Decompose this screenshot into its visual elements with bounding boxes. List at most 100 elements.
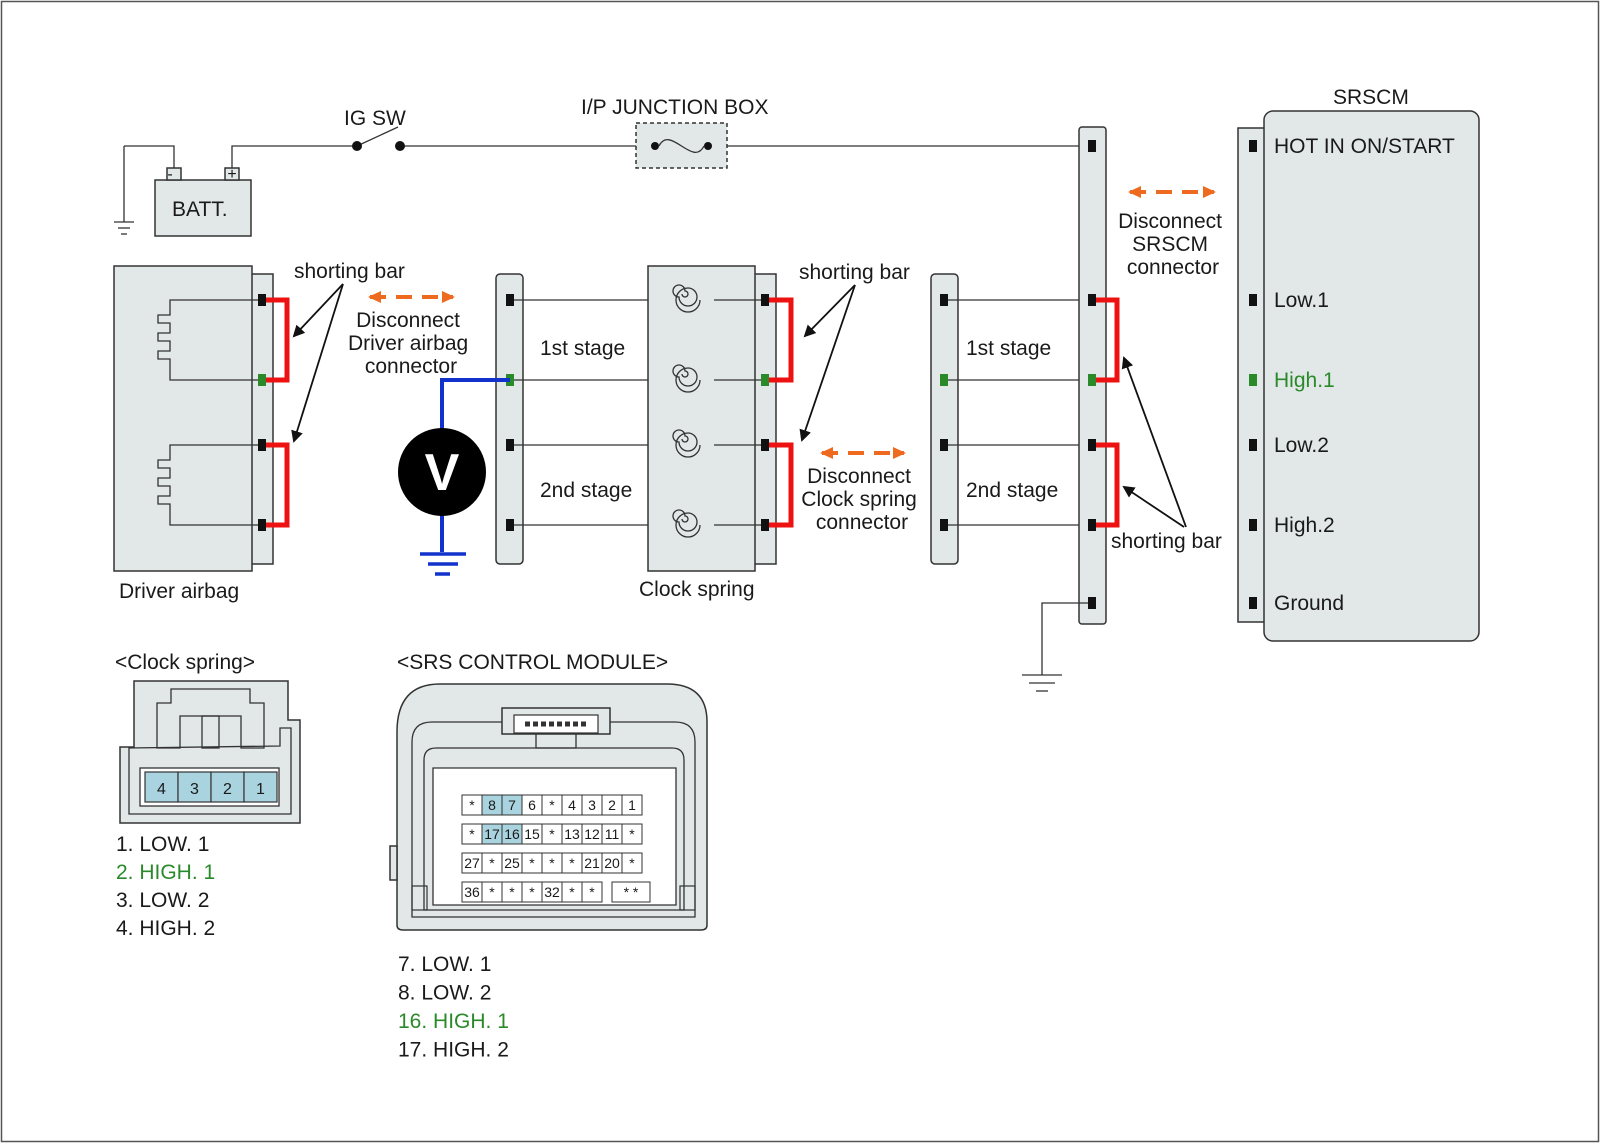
connector-pin (506, 294, 514, 306)
srs-pin-cell (621, 823, 643, 845)
connector-pin (761, 294, 769, 306)
srs-module-legend-item: 7. LOW. 1 (398, 953, 491, 976)
stage-1-label: 1st stage (540, 337, 625, 360)
fuse-icon (658, 139, 705, 153)
srs-pin-number: * * (624, 884, 639, 900)
clock-spring-pin-number: 4 (157, 781, 166, 798)
srs-module-pin-legend: 7. LOW. 18. LOW. 216. HIGH. 117. HIGH. 2 (398, 953, 509, 1062)
connector-pin (506, 439, 514, 451)
srs-pin-number: 20 (604, 855, 620, 871)
junction-box: I/P JUNCTION BOX (581, 96, 768, 169)
clock-spring-pin-number: 2 (223, 781, 232, 798)
connector-pin (1088, 519, 1096, 531)
pointer-arrow (291, 283, 344, 443)
note-line: Driver airbag (348, 332, 468, 355)
ig-switch-label: IG SW (344, 107, 406, 130)
srs-pin-number: * (489, 884, 495, 900)
driver-airbag-label: Driver airbag (119, 580, 239, 603)
srs-pin-number: * (469, 797, 475, 813)
shorting-bar (1096, 442, 1120, 528)
note-line: connector (365, 355, 457, 378)
shorting-bar (769, 297, 794, 383)
srs-pin-number: 32 (544, 884, 560, 900)
clock-spring-pin-legend: 1. LOW. 12. HIGH. 13. LOW. 24. HIGH. 2 (116, 833, 215, 940)
connector-pin (1249, 439, 1257, 451)
driver-airbag-body (113, 265, 253, 572)
shorting-bar (1096, 297, 1120, 383)
srs-module-legend-item: 8. LOW. 2 (398, 982, 491, 1005)
connector-pin (1249, 519, 1257, 531)
junction-box-label: I/P JUNCTION BOX (581, 96, 768, 119)
battery-pos-terminal (224, 167, 240, 181)
harness-connector-left: 1st stage 2nd stage (495, 273, 686, 565)
pointer-arrow (1121, 356, 1187, 528)
srs-module-legend-item: 17. HIGH. 2 (398, 1039, 509, 1062)
battery-neg-terminal (166, 167, 182, 181)
srs-pin-number: 27 (464, 855, 480, 871)
srs-pin-number: 25 (504, 855, 520, 871)
battery: - + BATT. (154, 166, 252, 237)
pointer-arrow (799, 284, 856, 442)
coil-icon (672, 364, 701, 393)
srs-pin-number: 4 (568, 797, 576, 813)
srs-pin-number: * (549, 826, 555, 842)
srs-pin-number: * (529, 884, 535, 900)
connector-pin (258, 374, 266, 386)
srs-module-connector-title: <SRS CONTROL MODULE> (397, 651, 668, 674)
ground-wire (1041, 602, 1088, 675)
srs-pin-number: 21 (584, 855, 600, 871)
srscm-pin-label: High.2 (1274, 514, 1335, 537)
pointer-arrow (803, 284, 856, 338)
note-line: Disconnect (356, 309, 460, 332)
connector-pin (761, 439, 769, 451)
srs-pin-cell (621, 852, 643, 874)
clock-spring-legend-item: 3. LOW. 2 (116, 889, 209, 912)
shorting-bar (266, 442, 290, 528)
clock-spring-legend-item: 2. HIGH. 1 (116, 861, 215, 884)
stage-2-label: 2nd stage (540, 479, 632, 502)
connector-pin (1249, 140, 1257, 152)
clock-spring-pin-number: 3 (190, 781, 199, 798)
connector-pin (1088, 439, 1096, 451)
clock-spring-label: Clock spring (639, 578, 755, 601)
srscm-body (1263, 110, 1480, 642)
clock-spring-pin-cell (243, 771, 278, 803)
clock-spring-body (647, 265, 756, 572)
clock-spring-connector-title: <Clock spring> (115, 651, 255, 674)
connector-pin (761, 374, 769, 386)
shorting-bar-label: shorting bar (799, 261, 910, 284)
disconnect-clock-note: Disconnect Clock spring connector (801, 465, 922, 534)
srscm-harness-connector (1022, 126, 1120, 692)
clock-spring-legend-item: 1. LOW. 1 (116, 833, 209, 856)
stage-1-label: 1st stage (966, 337, 1051, 360)
shorting-bar (266, 297, 290, 383)
voltmeter-symbol: V (425, 444, 460, 502)
clock-spring-pin-number: 1 (256, 781, 265, 798)
note-line: Disconnect (807, 465, 911, 488)
srs-pin-number: * (489, 855, 495, 871)
connector-pin (258, 439, 266, 451)
srs-pin-number: * (589, 884, 595, 900)
shorting-bar-label: shorting bar (294, 260, 405, 283)
voltmeter-circle (398, 428, 486, 516)
srs-pin-number: 8 (488, 797, 496, 813)
disconnect-driver-note: Disconnect Driver airbag connector (348, 309, 474, 378)
coil-icon (672, 509, 701, 538)
connector-pin (940, 439, 948, 451)
coil-icon (672, 284, 701, 313)
srs-pin-number: * (629, 855, 635, 871)
connector-pin (506, 519, 514, 531)
srscm-pin-list: HOT IN ON/STARTLow.1High.1Low.2High.2Gro… (1249, 135, 1455, 615)
srscm-module: SRSCM HOT IN ON/STARTLow.1High.1Low.2Hig… (1237, 86, 1480, 642)
connector-pin (940, 519, 948, 531)
harness-connector-right: 1st stage 2nd stage (930, 273, 1098, 565)
note-line: SRSCM (1132, 233, 1208, 256)
driver-airbag-squib-2 (157, 444, 262, 526)
pointer-arrow (1122, 485, 1185, 528)
connector-pin (1088, 374, 1096, 386)
harness-connector-body (930, 273, 959, 565)
srs-pin-number: * (549, 855, 555, 871)
